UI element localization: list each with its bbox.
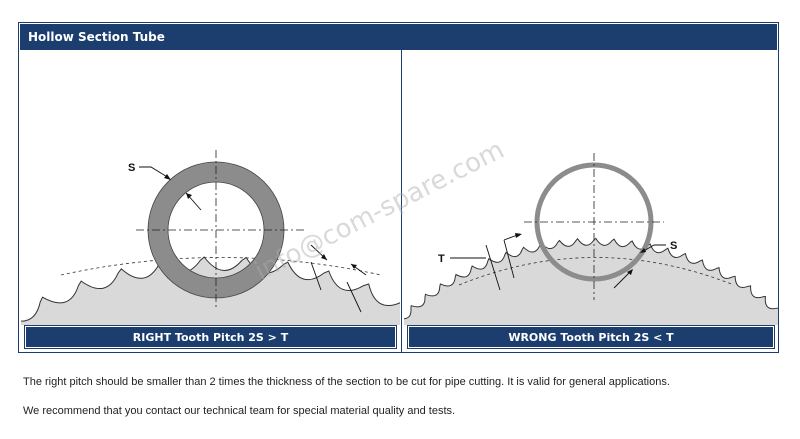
panel-divider xyxy=(401,50,402,352)
s-arrow-outer xyxy=(164,174,171,180)
diagram-frame xyxy=(18,22,779,353)
right-pitch-panel: S xyxy=(21,50,400,325)
label-t: T xyxy=(438,253,445,265)
s-leader-outer xyxy=(139,166,170,179)
label-s: S xyxy=(128,162,135,174)
right-pitch-diagram: S xyxy=(21,150,400,325)
pitch-line xyxy=(458,257,735,286)
wrong-pitch-diagram: T S xyxy=(404,153,778,325)
description-contact: We recommend that you contact our techni… xyxy=(23,405,456,417)
t-arrow xyxy=(515,233,522,238)
label-s: S xyxy=(670,240,677,252)
s-arrow-top xyxy=(640,248,646,253)
wrong-pitch-caption: WRONG Tooth Pitch 2S < T xyxy=(407,325,775,349)
s-arrow-lower xyxy=(627,269,633,275)
right-pitch-caption: RIGHT Tooth Pitch 2S > T xyxy=(24,325,397,349)
t-extension-right xyxy=(503,239,515,279)
wrong-pitch-panel: T S xyxy=(404,50,778,325)
description-pitch-rule: The right pitch should be smaller than 2… xyxy=(23,376,670,388)
pitch-line xyxy=(60,257,382,276)
s-leader xyxy=(641,244,666,253)
t-extension-line-2 xyxy=(310,261,322,291)
t-arrow-left xyxy=(321,254,327,260)
saw-blade-fine-teeth xyxy=(404,237,778,325)
s-arrow-inner xyxy=(186,193,192,199)
t-extension-left xyxy=(485,244,501,291)
t-extension-line xyxy=(346,281,362,313)
section-header: Hollow Section Tube xyxy=(20,24,777,50)
t-arrow-right xyxy=(351,264,357,269)
